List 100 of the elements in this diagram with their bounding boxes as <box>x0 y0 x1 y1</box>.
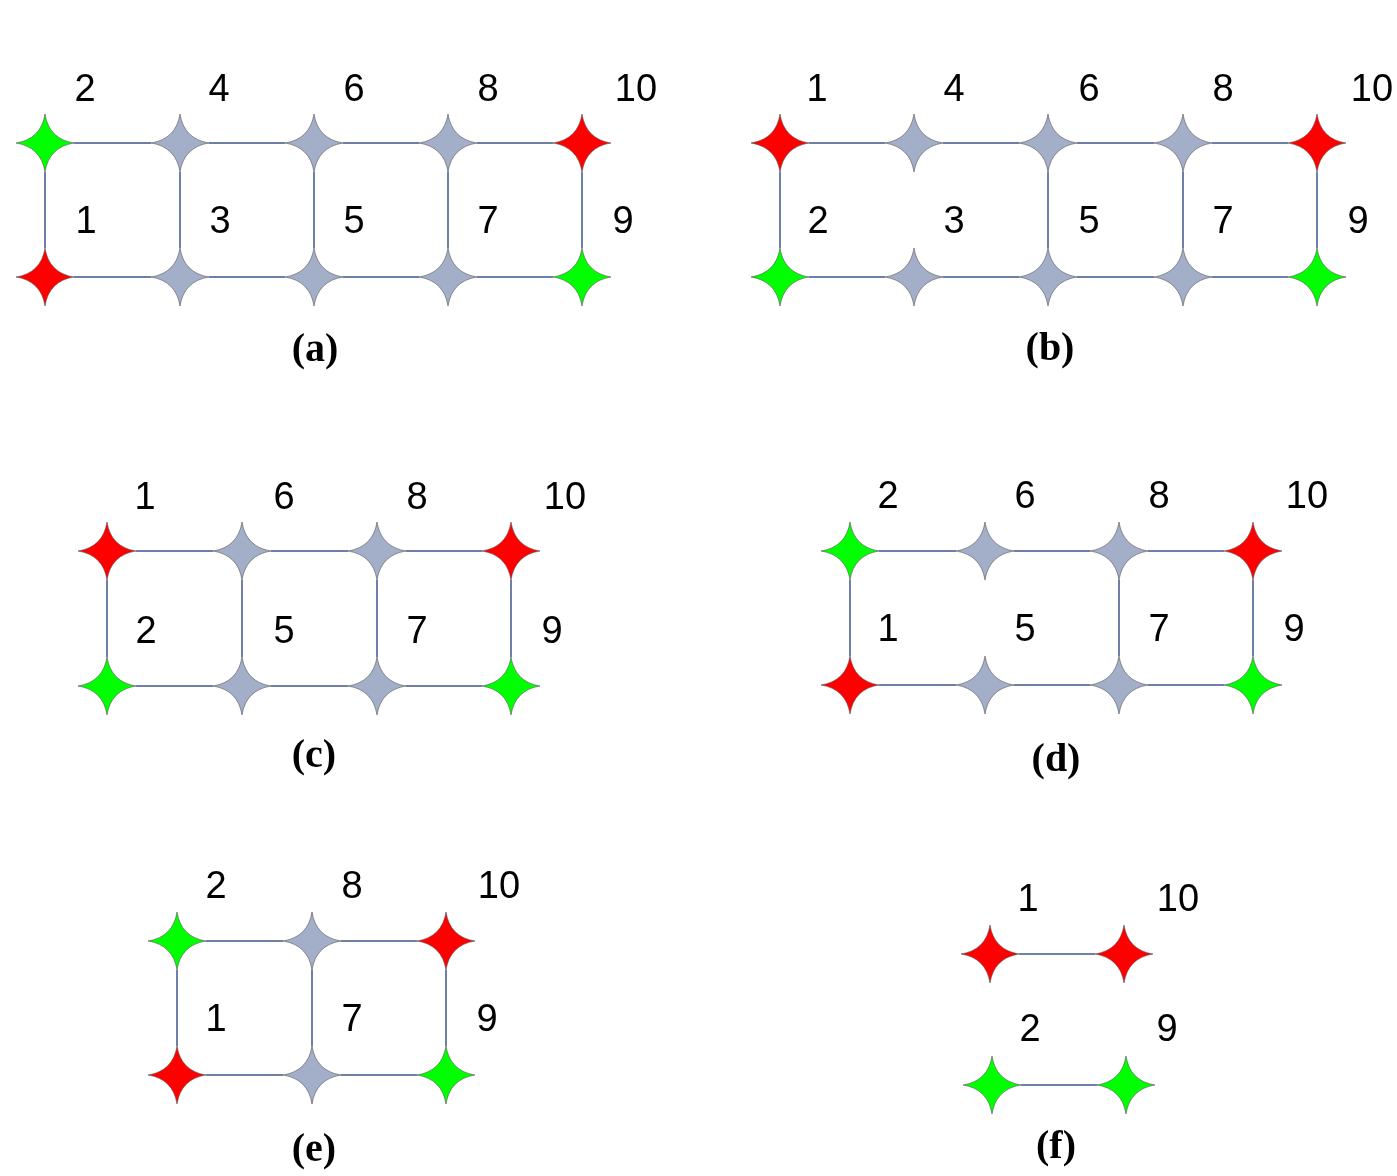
star-marker <box>147 1045 207 1105</box>
connector-line <box>1118 579 1120 657</box>
number-label: 9 <box>541 611 563 649</box>
star-marker <box>1287 113 1347 173</box>
number-label: 7 <box>1212 201 1234 239</box>
panel-caption: (a) <box>291 328 339 368</box>
connector-line <box>1147 684 1225 686</box>
star-marker <box>416 911 476 971</box>
number-label: 5 <box>343 201 365 239</box>
star-marker <box>347 656 407 716</box>
connector-line <box>1316 171 1318 249</box>
number-label: 8 <box>406 477 428 515</box>
connector-line <box>179 171 181 249</box>
connector-line <box>376 579 378 658</box>
connector-line <box>44 171 46 249</box>
number-label: 10 <box>614 69 658 107</box>
connector-line <box>1076 142 1155 144</box>
connector-line <box>476 276 554 278</box>
star-marker <box>1094 924 1154 984</box>
number-label: 2 <box>877 476 899 514</box>
star-marker <box>820 521 880 581</box>
connector-line <box>779 171 781 249</box>
number-label: 2 <box>205 866 227 904</box>
connector-line <box>405 685 483 687</box>
connector-line <box>1147 550 1225 552</box>
number-label: 6 <box>273 477 295 515</box>
connector-line <box>942 142 1020 144</box>
connector-line <box>1211 276 1289 278</box>
connector-line <box>878 684 957 686</box>
star-marker <box>1096 1055 1156 1115</box>
number-label: 5 <box>1078 201 1100 239</box>
connector-line <box>208 142 286 144</box>
number-label: 3 <box>209 201 231 239</box>
star-marker <box>481 656 541 716</box>
star-marker <box>884 113 944 173</box>
connector-line <box>270 685 349 687</box>
panel-caption: (e) <box>291 1128 337 1168</box>
connector-line <box>342 142 420 144</box>
number-label: 7 <box>406 611 428 649</box>
number-label: 9 <box>476 999 498 1037</box>
star-marker <box>284 113 344 173</box>
connector-line <box>878 550 957 552</box>
star-marker <box>1018 247 1078 307</box>
star-marker <box>552 113 612 173</box>
star-marker <box>282 911 342 971</box>
number-label: 2 <box>1019 1009 1041 1047</box>
star-marker <box>282 1045 342 1105</box>
connector-line <box>581 171 583 249</box>
star-marker <box>1018 113 1078 173</box>
star-marker <box>960 924 1020 984</box>
connector-line <box>311 969 313 1047</box>
panel-caption: (b) <box>1025 327 1075 367</box>
star-marker <box>418 247 478 307</box>
connector-line <box>1018 953 1096 955</box>
panel-caption: (f) <box>1036 1125 1076 1165</box>
star-marker <box>1153 247 1213 307</box>
connector-line <box>313 171 315 249</box>
number-label: 10 <box>1285 476 1329 514</box>
connector-line <box>342 276 420 278</box>
star-marker <box>884 247 944 307</box>
connector-line <box>1076 276 1155 278</box>
number-label: 9 <box>612 201 634 239</box>
number-label: 4 <box>943 69 965 107</box>
number-label: 9 <box>1347 201 1369 239</box>
star-marker <box>284 247 344 307</box>
number-label: 1 <box>1017 879 1039 917</box>
connector-line <box>849 579 851 657</box>
number-label: 5 <box>1014 609 1036 647</box>
star-marker <box>955 521 1015 581</box>
number-label: 8 <box>1148 476 1170 514</box>
number-label: 10 <box>1156 879 1200 917</box>
connector-line <box>1013 550 1091 552</box>
star-marker <box>1089 655 1149 715</box>
connector-line <box>1211 142 1289 144</box>
star-marker <box>962 1055 1022 1115</box>
star-marker <box>77 521 137 581</box>
star-marker <box>77 656 137 716</box>
connector-line <box>241 579 243 658</box>
connector-line <box>340 1074 418 1076</box>
panel-caption: (d) <box>1031 738 1081 778</box>
star-marker <box>552 247 612 307</box>
connector-line <box>445 969 447 1047</box>
star-marker <box>212 521 272 581</box>
connector-line <box>205 940 284 942</box>
connector-line <box>270 550 349 552</box>
star-marker <box>212 656 272 716</box>
number-label: 6 <box>1078 69 1100 107</box>
star-marker <box>15 113 75 173</box>
number-label: 6 <box>1014 476 1036 514</box>
number-label: 1 <box>877 609 899 647</box>
number-label: 8 <box>341 866 363 904</box>
number-label: 1 <box>75 201 97 239</box>
star-marker <box>150 113 210 173</box>
number-label: 2 <box>807 201 829 239</box>
number-label: 4 <box>208 69 230 107</box>
number-label: 7 <box>1148 609 1170 647</box>
star-marker <box>347 521 407 581</box>
number-label: 6 <box>343 69 365 107</box>
number-label: 9 <box>1283 609 1305 647</box>
connector-line <box>208 276 286 278</box>
